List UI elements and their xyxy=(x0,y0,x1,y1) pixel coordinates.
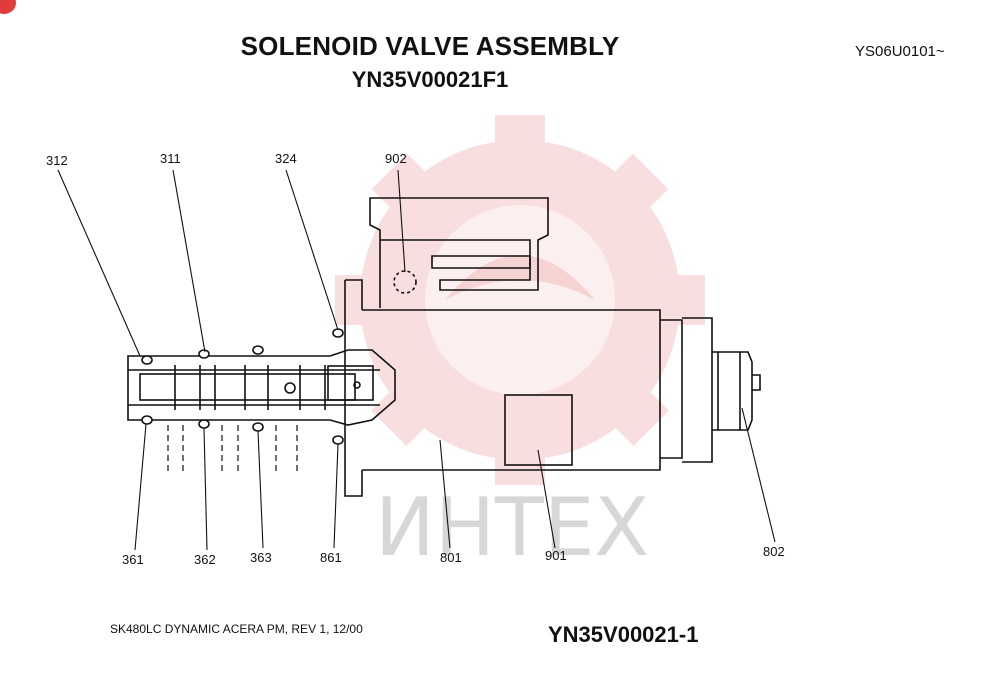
o-ring-324 xyxy=(332,328,344,338)
callout-311: 311 xyxy=(160,151,181,166)
callout-361: 361 xyxy=(122,552,144,567)
callout-901: 901 xyxy=(545,548,567,563)
callout-324: 324 xyxy=(275,151,297,166)
watermark-gear-logo xyxy=(335,115,705,485)
callout-312: 312 xyxy=(46,153,68,168)
o-ring-361 xyxy=(141,415,153,425)
connector-pin-902 xyxy=(393,270,417,294)
solenoid-body xyxy=(362,309,661,471)
manual-reference: SK480LC DYNAMIC ACERA PM, REV 1, 12/00 xyxy=(110,622,363,636)
callout-363: 363 xyxy=(250,550,272,565)
coil-window xyxy=(504,394,573,466)
corner-badge xyxy=(0,0,16,14)
callout-861: 861 xyxy=(320,550,342,565)
callout-802: 802 xyxy=(763,544,785,559)
lock-nut-802 xyxy=(712,351,753,431)
end-cap xyxy=(682,317,713,463)
connector-housing xyxy=(369,197,549,308)
watermark-text: ИНТЕХ xyxy=(375,481,649,574)
callout-902: 902 xyxy=(385,151,407,166)
spool-311 xyxy=(139,373,356,401)
callout-labels: 312 311 324 902 361 362 363 861 801 901 … xyxy=(46,151,785,567)
page-title: SOLENOID VALVE ASSEMBLY xyxy=(240,31,620,61)
figure-number: YN35V00021-1 xyxy=(548,622,699,647)
o-ring-363 xyxy=(252,422,264,432)
valve-drawing xyxy=(57,169,776,551)
callout-801: 801 xyxy=(440,550,462,565)
o-ring-362 xyxy=(198,419,210,429)
part-number-subtitle: YN35V00021F1 xyxy=(351,67,509,92)
o-ring-861 xyxy=(332,435,344,445)
valve-cartridge xyxy=(127,349,396,426)
callout-362: 362 xyxy=(194,552,216,567)
serial-range: YS06U0101~ xyxy=(855,43,945,60)
